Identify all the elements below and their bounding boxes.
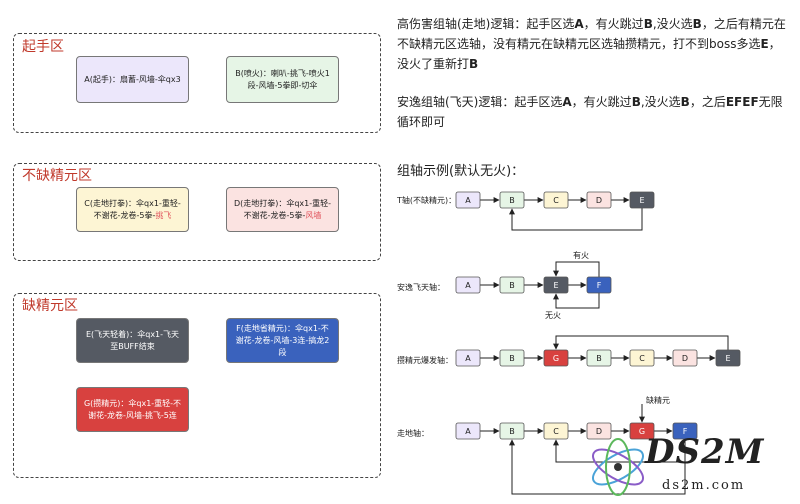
card-c: C(走地打拳)：伞qx1-重轻-不谢花-龙卷-5拳-挑飞 [76,187,189,232]
card-g: G(攒精元)：伞qx1-重轻-不谢花-龙卷-风墙-挑飞-5连 [76,387,189,432]
svg-text:C: C [553,196,559,205]
svg-text:A: A [465,281,471,290]
card-b-text: B(喷火)：喇叭-挑飞-喷火1段-风墙-5拳即-切伞 [235,68,330,90]
svg-text:E: E [639,196,644,205]
svg-text:A: A [465,427,471,436]
card-e: E(飞天轻着)：伞qx1-飞天至BUFF结束 [76,318,189,363]
no-shortage-zone [13,163,381,261]
card-e-text: E(飞天轻着)：伞qx1-飞天至BUFF结束 [85,329,180,351]
anyi-logic-paragraph: 安逸组轴(飞天)逻辑：起手区选A，有火跳过B,没火选B，之后EFEF无限循环即可 [397,95,783,129]
zan-axis-node-c: C [629,349,655,367]
zoudi-axis-node-b: B [499,422,525,440]
zoudi-axis-node-a: A [455,422,481,440]
card-d: D(走地打拳)：伞qx1-重轻-不谢花-龙卷-5拳-风墙 [226,187,339,232]
svg-text:F: F [597,281,602,290]
watermark-sub: ds2m.com [662,478,746,493]
card-b: B(喷火)：喇叭-挑飞-喷火1段-风墙-5拳即-切伞 [226,56,339,103]
zan-axis-node-b: B [586,349,612,367]
starter-zone [13,33,381,133]
card-f-text: F(走地省精元)：伞qx1-不谢花-龙卷-风墙-3连-搞龙2段 [235,323,330,357]
anyi-axis-node-b: B [499,276,525,294]
shortage-zone-title: 缺精元区 [22,298,78,314]
zan-axis-node-g: G [543,349,569,367]
card-c-highlight: 挑飞 [155,210,172,220]
watermark-main: DS2M [645,432,765,472]
svg-text:E: E [553,281,558,290]
anyi-axis-node-a: A [455,276,481,294]
svg-text:B: B [596,354,602,363]
t-axis-label: T轴(不缺精元)： [397,196,457,205]
svg-text:D: D [682,354,688,363]
card-g-text: G(攒精元)：伞qx1-重轻-不谢花-龙卷-风墙-挑飞-5连 [83,398,182,420]
t-axis-node-e: E [629,191,655,209]
zan-axis-node-e: E [715,349,741,367]
svg-text:C: C [553,427,559,436]
svg-text:E: E [725,354,730,363]
example-title: 组轴示例(默认无火)： [397,164,525,179]
card-d-highlight: 风墙 [305,210,322,220]
zan-axis-label: 攒精元爆发轴： [397,356,453,365]
card-a: A(起手)：扇蓄-风墙-伞qx3 [76,56,189,103]
youhuo-label: 有火 [573,250,589,260]
t-axis-node-c: C [543,191,569,209]
starter-zone-title: 起手区 [22,39,64,55]
svg-text:G: G [553,354,559,363]
anyi-axis-node-e: E [543,276,569,294]
dps-logic-paragraph: 高伤害组轴(走地)逻辑：起手区选A，有火跳过B,没火选B，之后有精元在不缺精元区… [397,17,786,71]
zan-axis-node-a: A [455,349,481,367]
zoudi-axis-node-c: C [543,422,569,440]
zan-axis-node-b: B [499,349,525,367]
svg-text:B: B [509,281,515,290]
wuhuo-label: 无火 [545,311,561,320]
t-axis-node-a: A [455,191,481,209]
ds2m-logo-icon [592,438,644,496]
card-c-text: C(走地打拳)：伞qx1-重轻-不谢花-龙卷-5拳- [84,198,181,220]
svg-text:B: B [509,354,515,363]
shortage-zone [13,293,381,478]
zan-axis-node-d: D [672,349,698,367]
svg-text:B: B [509,427,515,436]
card-f: F(走地省精元)：伞qx1-不谢花-龙卷-风墙-3连-搞龙2段 [226,318,339,363]
zoudi-axis-label: 走地轴： [397,429,429,438]
card-d-text: D(走地打拳)：伞qx1-重轻-不谢花-龙卷-5拳- [233,198,332,220]
card-a-text: A(起手)：扇蓄-风墙-伞qx3 [84,74,181,84]
svg-text:A: A [465,196,471,205]
t-axis-node-b: B [499,191,525,209]
svg-text:D: D [596,196,602,205]
t-axis-node-d: D [586,191,612,209]
no-shortage-zone-title: 不缺精元区 [22,168,92,184]
svg-text:B: B [509,196,515,205]
svg-text:A: A [465,354,471,363]
anyi-axis-label: 安逸飞天轴： [397,283,445,292]
anyi-axis-node-f: F [586,276,612,294]
quejingyuan-label: 缺精元 [646,395,670,405]
svg-text:C: C [639,354,645,363]
